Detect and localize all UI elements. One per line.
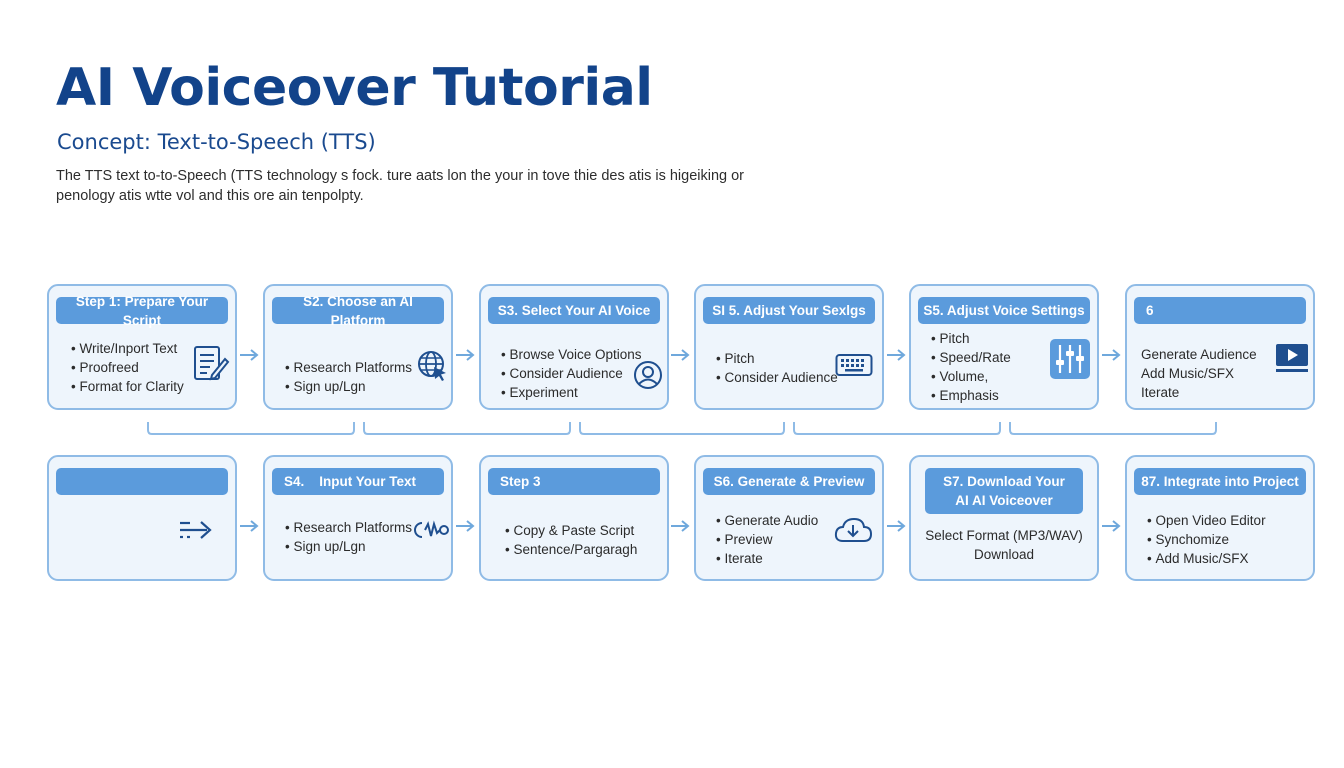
step-card-step3[interactable]: Step 3 Copy & Paste Script Sentence/Parg…: [479, 455, 669, 581]
list-item: Pitch: [716, 349, 838, 368]
step-card-choose-platform[interactable]: S2. Choose an AI Platform Research Platf…: [263, 284, 453, 410]
card-bullets: Pitch Speed/Rate Volume, Emphasis: [931, 329, 1011, 405]
sliders-icon: [1049, 338, 1091, 380]
step-card-generate-preview[interactable]: S6. Generate & Preview Generate Audio Pr…: [694, 455, 884, 581]
list-item: Open Video Editor: [1147, 511, 1265, 530]
list-item: Experiment: [501, 383, 642, 402]
card-title: SI 5. Adjust Your Sexlgs: [703, 297, 875, 324]
list-item: Proofreed: [71, 358, 184, 377]
card-title: S4. Input Your Text: [272, 468, 444, 495]
card-title: S6. Generate & Preview: [703, 468, 875, 495]
step-card-integrate[interactable]: 87. Integrate into Project Open Video Ed…: [1125, 455, 1315, 581]
list-item: Browse Voice Options: [501, 345, 641, 364]
globe-cursor-icon: [416, 349, 450, 385]
arrow-right-icon: [1101, 520, 1121, 532]
arrow-right-icon: [1101, 349, 1121, 361]
list-item: Download: [973, 547, 1035, 562]
step-card-six[interactable]: 6 Generate Audience Add Music/SFX Iterat…: [1125, 284, 1315, 410]
list-item: Consider Audience: [716, 368, 837, 387]
card-title: 87. Integrate into Project: [1134, 468, 1306, 495]
card-title: Step 3: [488, 468, 660, 495]
keyboard-icon: [835, 353, 873, 377]
arrow-right-icon: [670, 349, 690, 361]
list-item: Research Platforms: [285, 518, 412, 537]
list-item: Copy & Paste Script: [505, 521, 637, 540]
list-item: Consider Audience: [501, 364, 642, 383]
card-bullets: Research Platforms Sign up/Lgn: [285, 358, 412, 396]
arrow-right-icon: [239, 349, 259, 361]
description-text: The TTS text to-to-Speech (TTS technolog…: [56, 168, 745, 204]
list-item: Speed/Rate: [931, 348, 1010, 367]
list-item: Volume,: [931, 367, 1011, 386]
arrow-right-icon: [455, 520, 475, 532]
list-item: Generate Audience: [1141, 347, 1257, 362]
card-bullets: Generate Audio Preview Iterate: [716, 511, 818, 568]
card-bullets: Write/Inport Text Proofreed Format for C…: [71, 339, 184, 396]
list-item: Sign up/Lgn: [285, 377, 412, 396]
list-item: Iterate: [716, 549, 818, 568]
list-item: Preview: [716, 530, 818, 549]
step-card-download[interactable]: S7. Download Your AI AI Voiceover Select…: [909, 455, 1099, 581]
step-card-input-text[interactable]: S4. Input Your Text Research Platforms S…: [263, 455, 453, 581]
card-bullets: Open Video Editor Synchomize Add Music/S…: [1147, 511, 1266, 568]
cloud-download-icon: [833, 515, 873, 545]
step-card-blank[interactable]: [47, 455, 237, 581]
card-title: S2. Choose an AI Platform: [272, 294, 444, 328]
list-item: Write/Inport Text: [71, 339, 184, 358]
list-item: Pitch: [931, 329, 1011, 348]
card-bullets: Copy & Paste Script Sentence/Pargaragh: [505, 521, 637, 559]
list-item: Emphasis: [931, 386, 1011, 405]
card-lines: Select Format (MP3/WAV) Download: [911, 526, 1097, 564]
list-item: Select Format (MP3/WAV): [925, 528, 1083, 543]
document-edit-icon: [192, 344, 230, 384]
list-item: Synchomize: [1147, 530, 1266, 549]
list-item: Add Music/SFX: [1147, 549, 1266, 568]
list-item: Research Platforms: [285, 358, 412, 377]
card-bullets: Pitch Consider Audience: [716, 349, 838, 387]
card-title: Step 1: Prepare Your Script: [56, 294, 228, 328]
list-item: Sign up/Lgn: [285, 537, 412, 556]
card-title: [56, 468, 228, 495]
list-item: Sentence/Pargaragh: [505, 540, 637, 559]
page-subtitle: Concept: Text-to-Speech (TTS): [57, 130, 376, 154]
list-item: Add Music/SFX: [1141, 366, 1235, 381]
step-card-prepare-script[interactable]: Step 1: Prepare Your Script Write/Inport…: [47, 284, 237, 410]
video-play-icon: [1275, 342, 1309, 374]
step-card-adjust-settings-a[interactable]: SI 5. Adjust Your Sexlgs Pitch Consider …: [694, 284, 884, 410]
arrow-right-icon: [239, 520, 259, 532]
list-item: Format for Clarity: [71, 377, 183, 396]
arrow-right-icon: [886, 349, 906, 361]
row-connector-brackets: [147, 422, 1217, 435]
card-lines: Generate Audience Add Music/SFX Iterate: [1141, 345, 1257, 402]
step-card-select-voice[interactable]: S3. Select Your AI Voice Browse Voice Op…: [479, 284, 669, 410]
waveform-icon: [413, 519, 449, 541]
arrow-right-icon: [455, 349, 475, 361]
card-title: S7. Download Your AI AI Voiceover: [925, 468, 1083, 514]
card-title: 6: [1134, 297, 1306, 324]
input-arrow-icon: [177, 517, 217, 543]
list-item: Iterate: [1141, 385, 1180, 400]
arrow-right-icon: [886, 520, 906, 532]
page-title: AI Voiceover Tutorial: [56, 58, 653, 118]
list-item: Generate Audio: [716, 511, 818, 530]
arrow-right-icon: [670, 520, 690, 532]
user-circle-icon: [633, 360, 663, 390]
card-bullets: Research Platforms Sign up/Lgn: [285, 518, 412, 556]
card-bullets: Browse Voice Options Consider Audience E…: [501, 345, 642, 402]
card-title: S3. Select Your AI Voice: [488, 297, 660, 324]
card-title: S5. Adjust Voice Settings: [918, 297, 1090, 324]
step-card-voice-settings[interactable]: S5. Adjust Voice Settings Pitch Speed/Ra…: [909, 284, 1099, 410]
